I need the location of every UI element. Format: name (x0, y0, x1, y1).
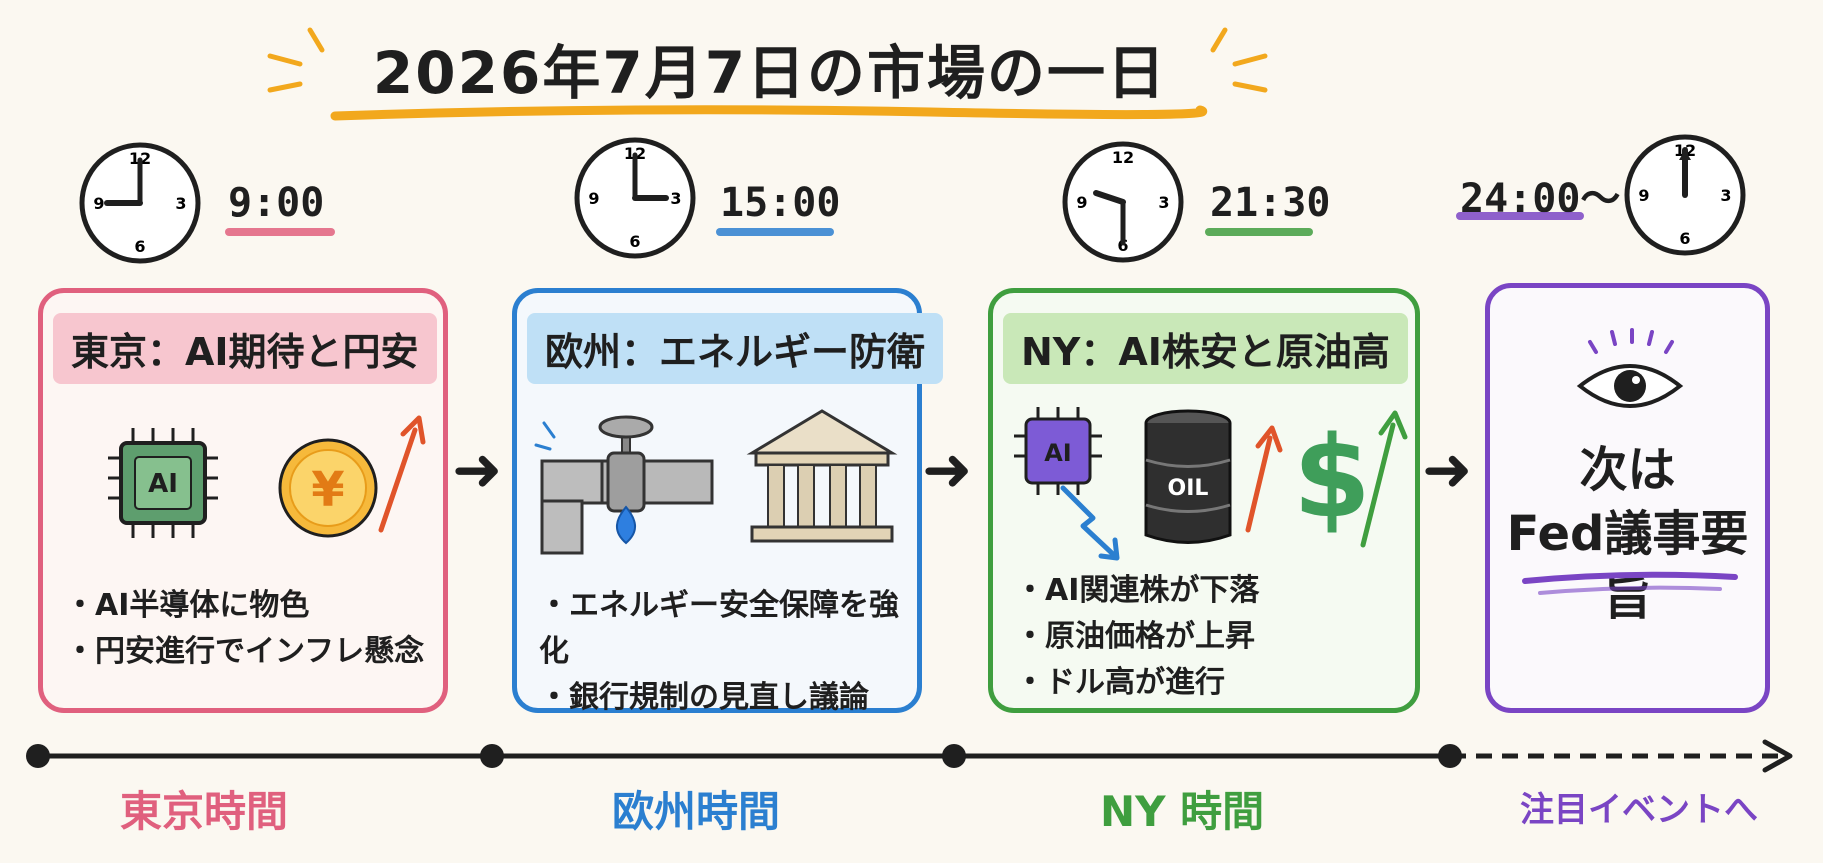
next-event-text: 次は Fed議事要旨 (1490, 438, 1765, 630)
bullet-item: 円安進行でインフレ懸念 (65, 629, 424, 675)
clock-number: 9 (93, 194, 104, 213)
clock-number: 3 (670, 189, 681, 208)
clock-icon: 12 3 6 9 (1620, 130, 1750, 260)
clock-number: 3 (1158, 193, 1169, 212)
eye-icon (1576, 328, 1684, 408)
bullet-item: AI関連株が下落 (1015, 568, 1259, 614)
session-panel-ny: NY：AI株安と原油高 AI OIL $ AI関連株が下落 原油価格が上昇 (988, 288, 1420, 713)
next-event-underline (1522, 571, 1738, 595)
right-arrow-icon: ➜ (1422, 435, 1473, 505)
bullet-list: AI半導体に物色 円安進行でインフレ懸念 (65, 583, 424, 675)
sparkle-right-icon (1210, 27, 1268, 93)
clock-icon: 12 3 6 9 (1058, 137, 1188, 267)
panel-heading: 東京：AI期待と円安 (53, 313, 437, 384)
page-title: 2026年7月7日の市場の一日 (372, 39, 1168, 107)
bank-building-icon (746, 409, 898, 543)
clock-number: 3 (175, 194, 186, 213)
timeline-label-ny: NY 時間 (1100, 787, 1265, 836)
clock-number: 9 (588, 189, 599, 208)
timeline-label-europe: 欧州時間 (612, 787, 781, 836)
time-label: 9:00 (228, 180, 325, 226)
bullet-item: AI半導体に物色 (65, 583, 424, 629)
session-panel-next-event: 次は Fed議事要旨 (1485, 283, 1770, 713)
time-label: 15:00 (720, 180, 841, 226)
dollar-sign-icon: $ (1293, 413, 1371, 543)
bullet-item: ドル高が進行 (1015, 660, 1259, 706)
down-arrow-icon (1060, 485, 1120, 561)
chip-label: AI (148, 469, 178, 499)
chip-label: AI (1044, 439, 1072, 467)
timeline-label-event: 注目イベントへ (1520, 790, 1758, 830)
up-arrow-icon (1245, 425, 1283, 533)
clock-number: 6 (1679, 229, 1690, 248)
clock-number: 9 (1076, 193, 1087, 212)
time-underline (225, 228, 335, 236)
clock-icon: 12 3 6 9 (570, 133, 700, 263)
clock-number: 6 (629, 232, 640, 251)
barrel-label: OIL (1168, 476, 1209, 501)
clock-number: 12 (1112, 148, 1134, 167)
time-label: 21:30 (1210, 180, 1331, 226)
next-event-line2: Fed議事要旨 (1506, 506, 1749, 626)
right-arrow-icon: ➜ (452, 435, 503, 505)
yen-coin-icon: ¥ (278, 438, 378, 538)
up-arrow-icon (1360, 410, 1408, 548)
bullet-item: エネルギー安全保障を強化 (539, 583, 917, 675)
timeline-dot (480, 744, 504, 768)
time-underline (716, 228, 834, 236)
clock-number: 6 (134, 237, 145, 256)
timeline-dot (942, 744, 966, 768)
timeline-dot (26, 744, 50, 768)
clock-number: 9 (1638, 186, 1649, 205)
title-underline (330, 105, 1208, 121)
ai-chip-icon: AI (1014, 407, 1102, 495)
session-panel-tokyo: 東京：AI期待と円安 AI ¥ AI半導体に物色 円安進行でインフレ懸念 (38, 288, 448, 713)
clock-number: 3 (1720, 186, 1731, 205)
panel-heading: NY：AI株安と原油高 (1003, 313, 1408, 384)
bullet-list: エネルギー安全保障を強化 銀行規制の見直し議論 (539, 583, 917, 721)
bullet-item: 原油価格が上昇 (1015, 614, 1259, 660)
timeline-dot (1438, 744, 1462, 768)
session-panel-europe: 欧州：エネルギー防衛 エネルギー安全保障を強化 銀行規制の見直し議論 (512, 288, 944, 715)
sparkle-left-icon (267, 27, 325, 93)
next-event-line1: 次は (1579, 442, 1676, 498)
flame-icon (616, 505, 636, 545)
up-arrow-icon (378, 415, 426, 533)
oil-barrel-icon: OIL (1144, 409, 1232, 544)
right-arrow-icon: ➜ (922, 435, 973, 505)
time-underline (1456, 212, 1584, 220)
bullet-list: AI関連株が下落 原油価格が上昇 ドル高が進行 (1015, 568, 1259, 706)
panel-heading: 欧州：エネルギー防衛 (527, 313, 944, 384)
clock-icon: 12 3 6 9 (75, 138, 205, 268)
timeline-label-tokyo: 東京時間 (120, 787, 289, 836)
bullet-item: 銀行規制の見直し議論 (539, 675, 917, 721)
timeline-line (38, 739, 1793, 773)
gas-pipe-valve-icon (534, 415, 714, 555)
coin-label: ¥ (311, 462, 344, 518)
ai-chip-icon: AI (108, 428, 218, 538)
time-underline (1205, 228, 1313, 236)
